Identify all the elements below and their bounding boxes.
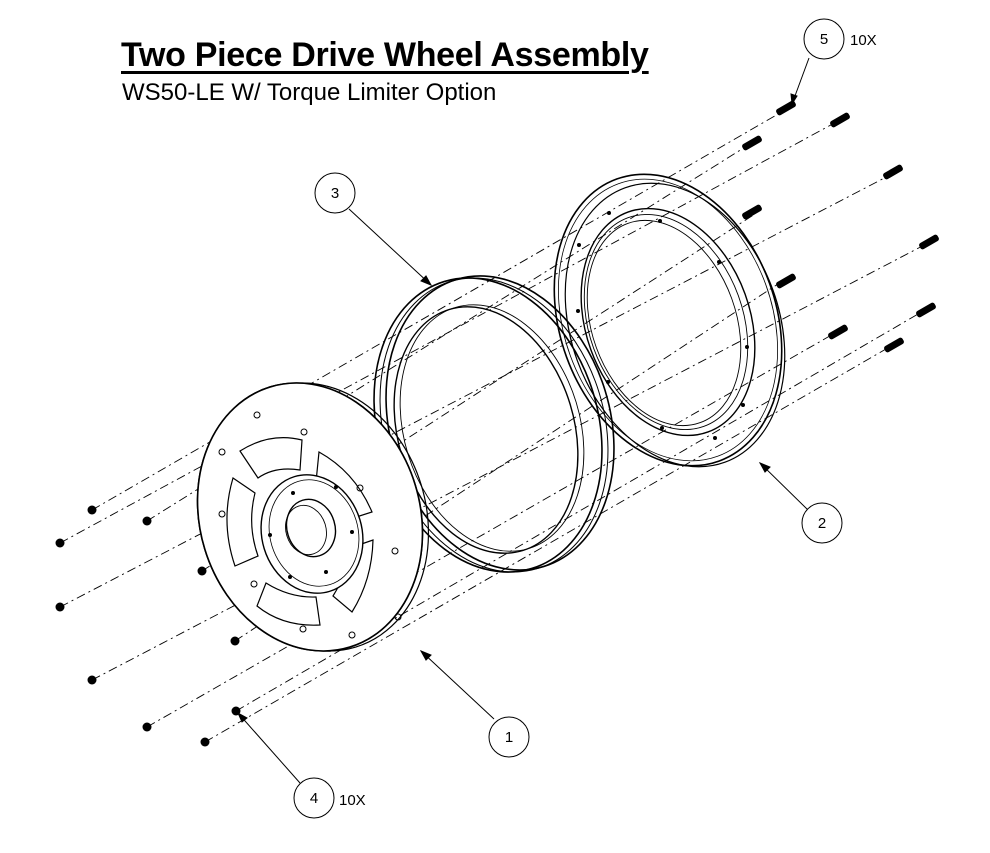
callout-1-number: 1 bbox=[505, 729, 513, 746]
drawing-title: Two Piece Drive Wheel Assembly bbox=[121, 36, 649, 74]
callout-4: 4 10X bbox=[293, 777, 366, 819]
callout-3: 3 bbox=[314, 172, 356, 214]
assembly-axis-lines bbox=[59, 105, 933, 743]
callout-2: 2 bbox=[801, 502, 843, 544]
screws-part-5 bbox=[742, 100, 939, 353]
callout-5: 5 10X bbox=[803, 18, 877, 60]
drawing-subtitle: WS50-LE W/ Torque Limiter Option bbox=[122, 79, 497, 106]
callout-1: 1 bbox=[488, 716, 530, 758]
callout-4-number: 4 bbox=[310, 790, 318, 807]
flange-bolt-holes bbox=[576, 211, 749, 440]
hub-disc-part-1 bbox=[196, 382, 430, 652]
callout-4-quantity: 10X bbox=[339, 792, 366, 809]
callout-3-number: 3 bbox=[331, 185, 339, 202]
callout-5-number: 5 bbox=[820, 31, 828, 48]
hub-holes bbox=[268, 485, 354, 579]
leader-lines bbox=[236, 57, 810, 784]
callout-2-number: 2 bbox=[818, 515, 826, 532]
flange-ring-part-2 bbox=[553, 173, 786, 468]
disc-bolt-holes bbox=[218, 411, 402, 639]
callout-5-quantity: 10X bbox=[850, 32, 877, 49]
